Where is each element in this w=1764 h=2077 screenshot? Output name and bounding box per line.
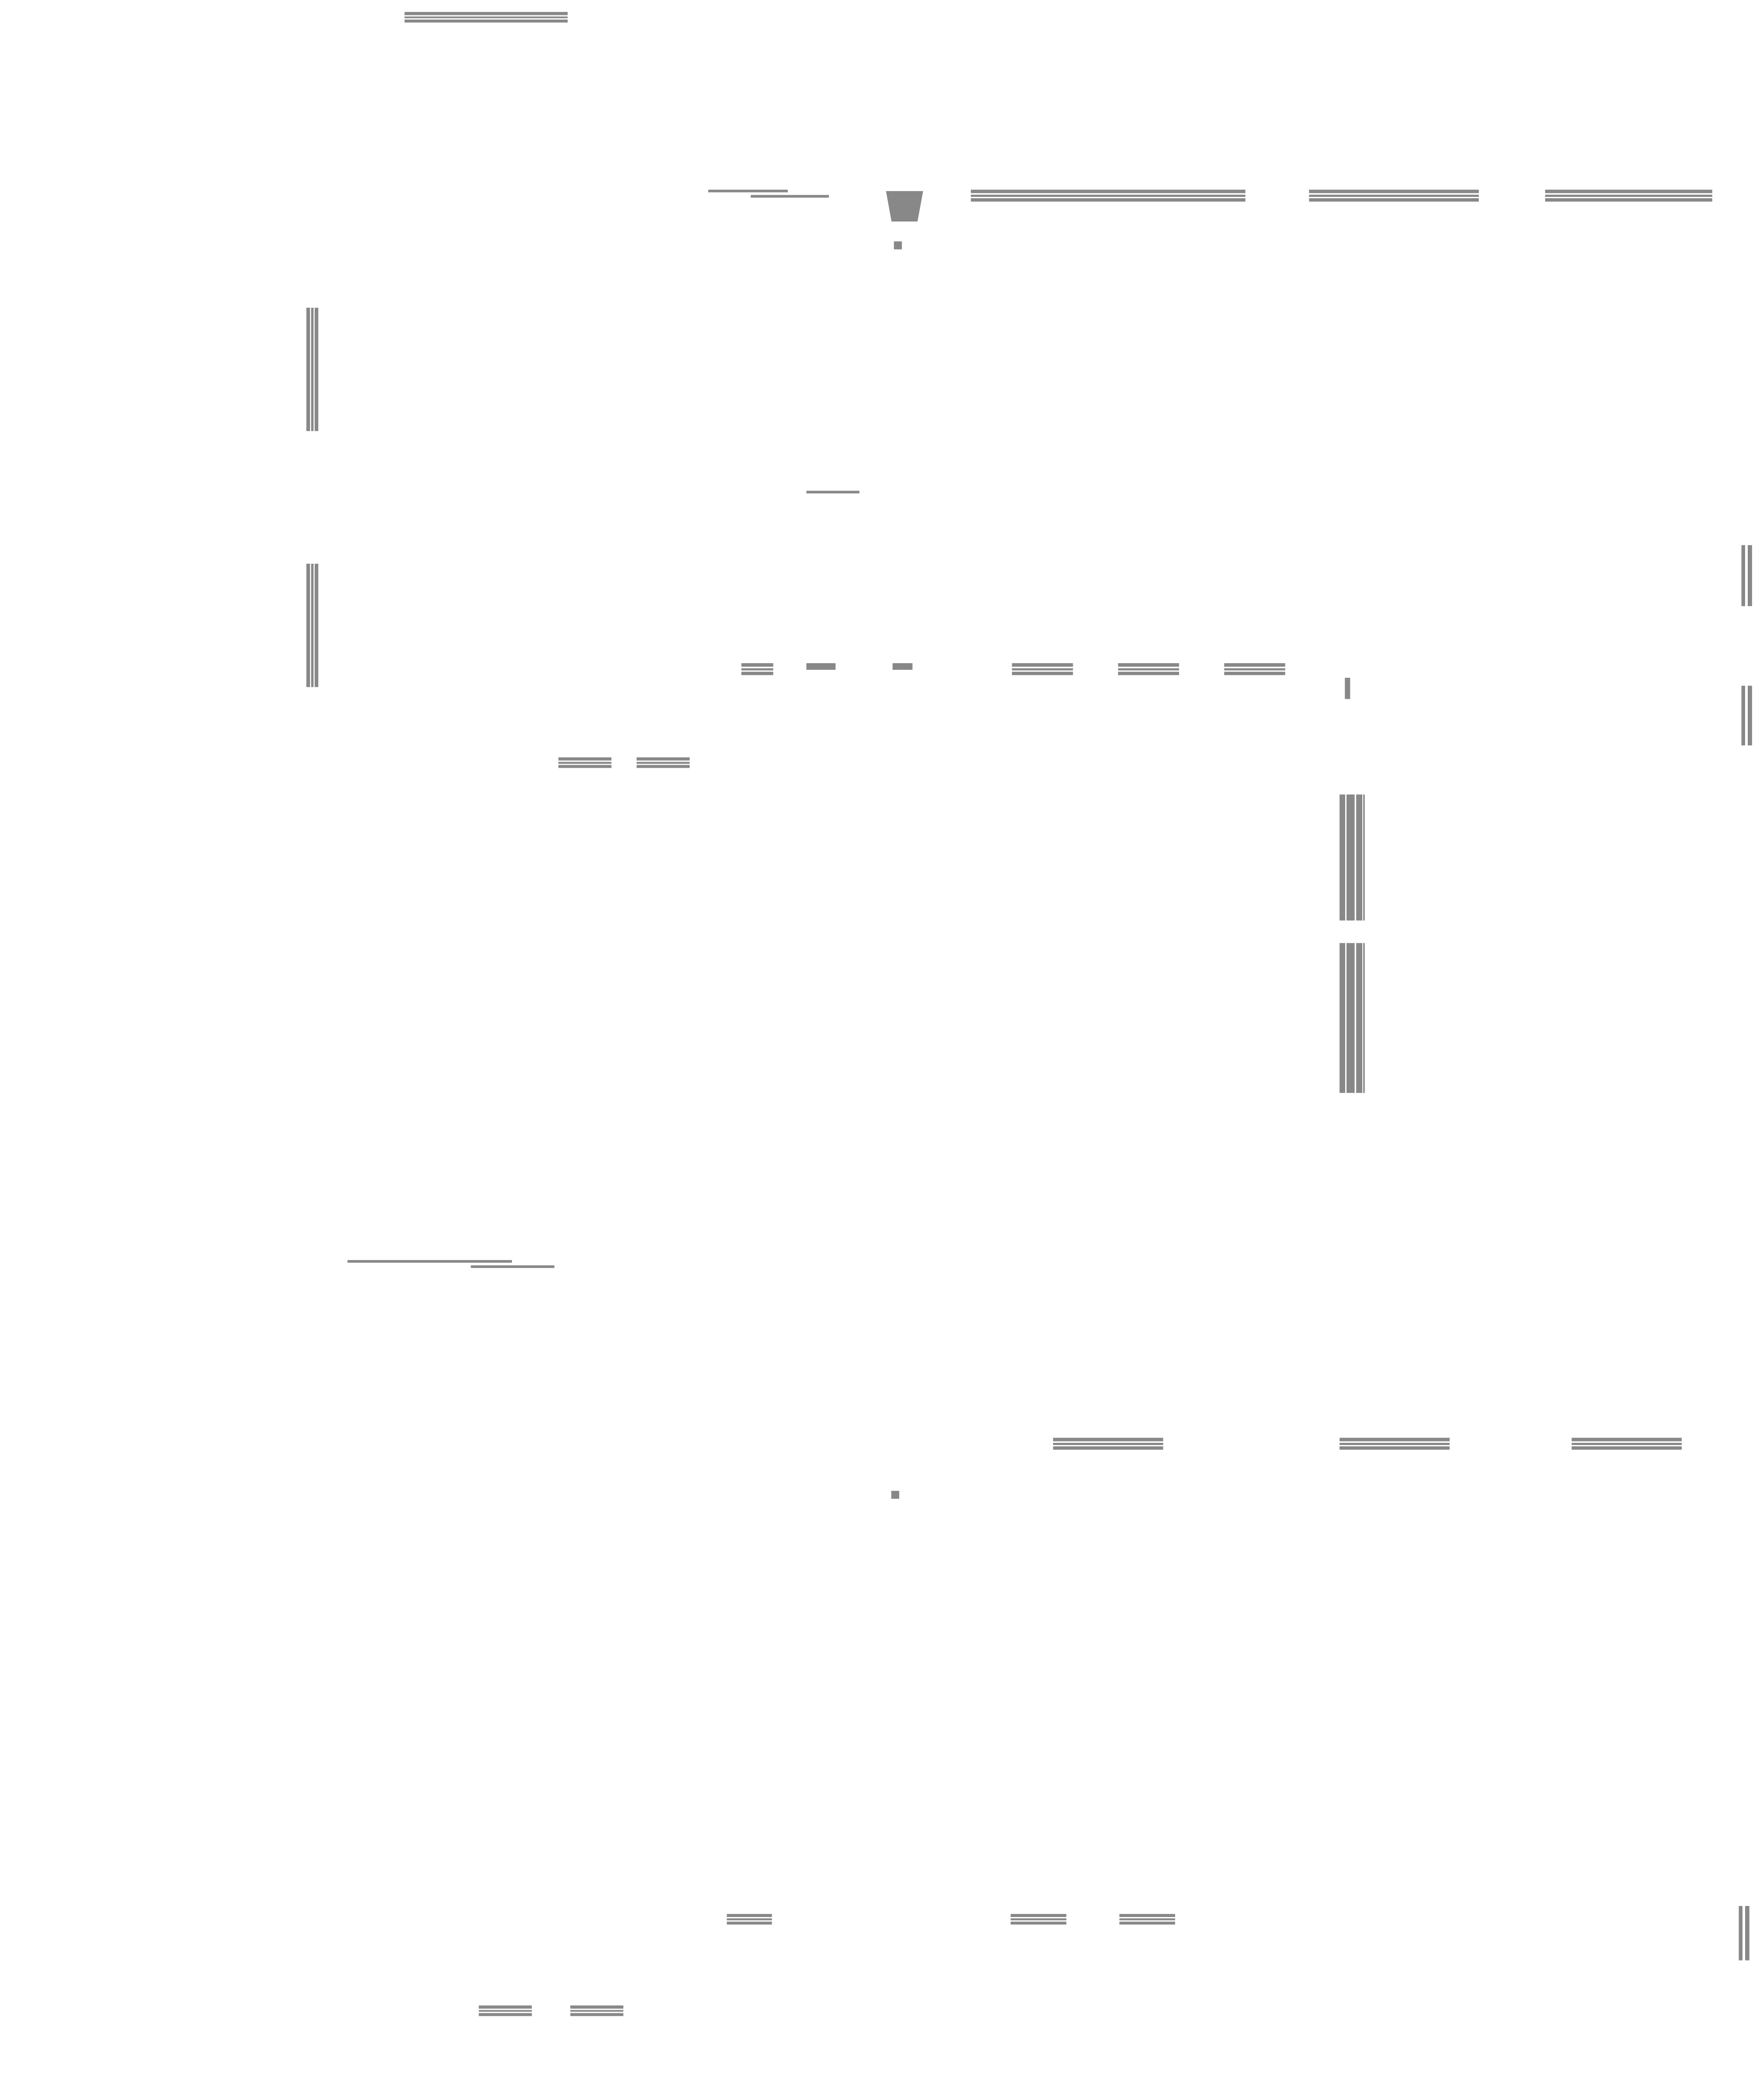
vertical-bar-group: [1339, 794, 1365, 921]
dot-marker: [894, 241, 902, 250]
header-placeholder-4: [1053, 1438, 1163, 1450]
vertical-placeholder: [306, 563, 319, 687]
button-placeholder: [636, 757, 690, 768]
top-bar-placeholder: [404, 12, 568, 23]
row-placeholder: [1012, 663, 1073, 675]
thin-line: [471, 1265, 555, 1268]
row-placeholder: [1118, 663, 1180, 675]
vertical-placeholder: [306, 308, 319, 431]
thin-line: [347, 1260, 512, 1263]
funnel-icon: [886, 191, 923, 222]
row-placeholder: [1224, 663, 1285, 675]
header-placeholder-1: [971, 189, 1245, 202]
header-placeholder-3: [1545, 189, 1713, 202]
row-placeholder: [1119, 1914, 1175, 1925]
right-scroll-marker: [1739, 1906, 1749, 1961]
thin-line: [806, 490, 860, 494]
header-placeholder-6: [1572, 1438, 1682, 1450]
vertical-bar-group: [1339, 943, 1365, 1093]
dot-marker: [891, 1491, 900, 1499]
row-block: [806, 663, 836, 670]
right-scroll-marker: [1741, 545, 1752, 606]
right-scroll-marker: [1741, 686, 1752, 746]
button-placeholder: [479, 2005, 532, 2016]
thin-line: [708, 189, 788, 192]
header-placeholder-2: [1309, 189, 1479, 202]
button-placeholder: [558, 757, 612, 768]
row-placeholder: [741, 663, 773, 675]
row-block: [893, 663, 913, 670]
button-placeholder: [570, 2005, 624, 2016]
cursor-marker: [1345, 678, 1350, 699]
header-placeholder-5: [1339, 1438, 1450, 1450]
row-placeholder: [726, 1914, 772, 1925]
thin-line: [751, 195, 829, 198]
row-placeholder: [1010, 1914, 1067, 1925]
